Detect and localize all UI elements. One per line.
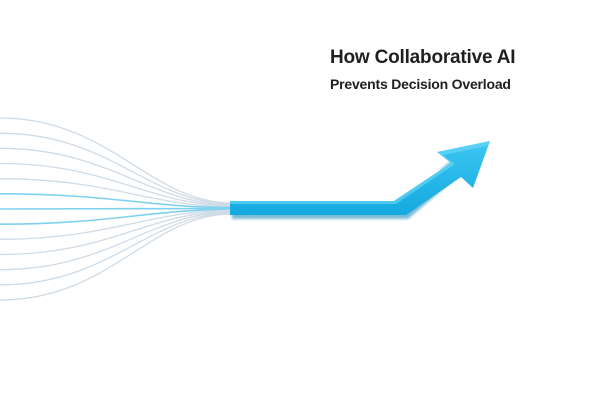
strand-line: [0, 210, 233, 256]
strand-line: [0, 212, 233, 286]
strand-line: [0, 213, 233, 301]
strand-line: [0, 117, 233, 204]
strand-line: [0, 162, 233, 207]
converging-strands: [0, 117, 233, 301]
arrow-shape: [230, 141, 490, 215]
strand-line: [0, 132, 233, 205]
strand-line: [0, 209, 233, 240]
headline-line-1: How Collaborative AI: [330, 47, 516, 68]
strand-line: [0, 193, 233, 209]
strand-line: [0, 211, 233, 271]
headline-line-2: Prevents Decision Overload: [330, 76, 511, 92]
strand-line: [0, 208, 233, 225]
arrow-highlight: [230, 141, 490, 204]
strand-line: [0, 207, 233, 210]
headline: How Collaborative AI Prevents Decision O…: [330, 46, 590, 94]
strand-line: [0, 178, 233, 208]
strand-line: [0, 147, 233, 206]
